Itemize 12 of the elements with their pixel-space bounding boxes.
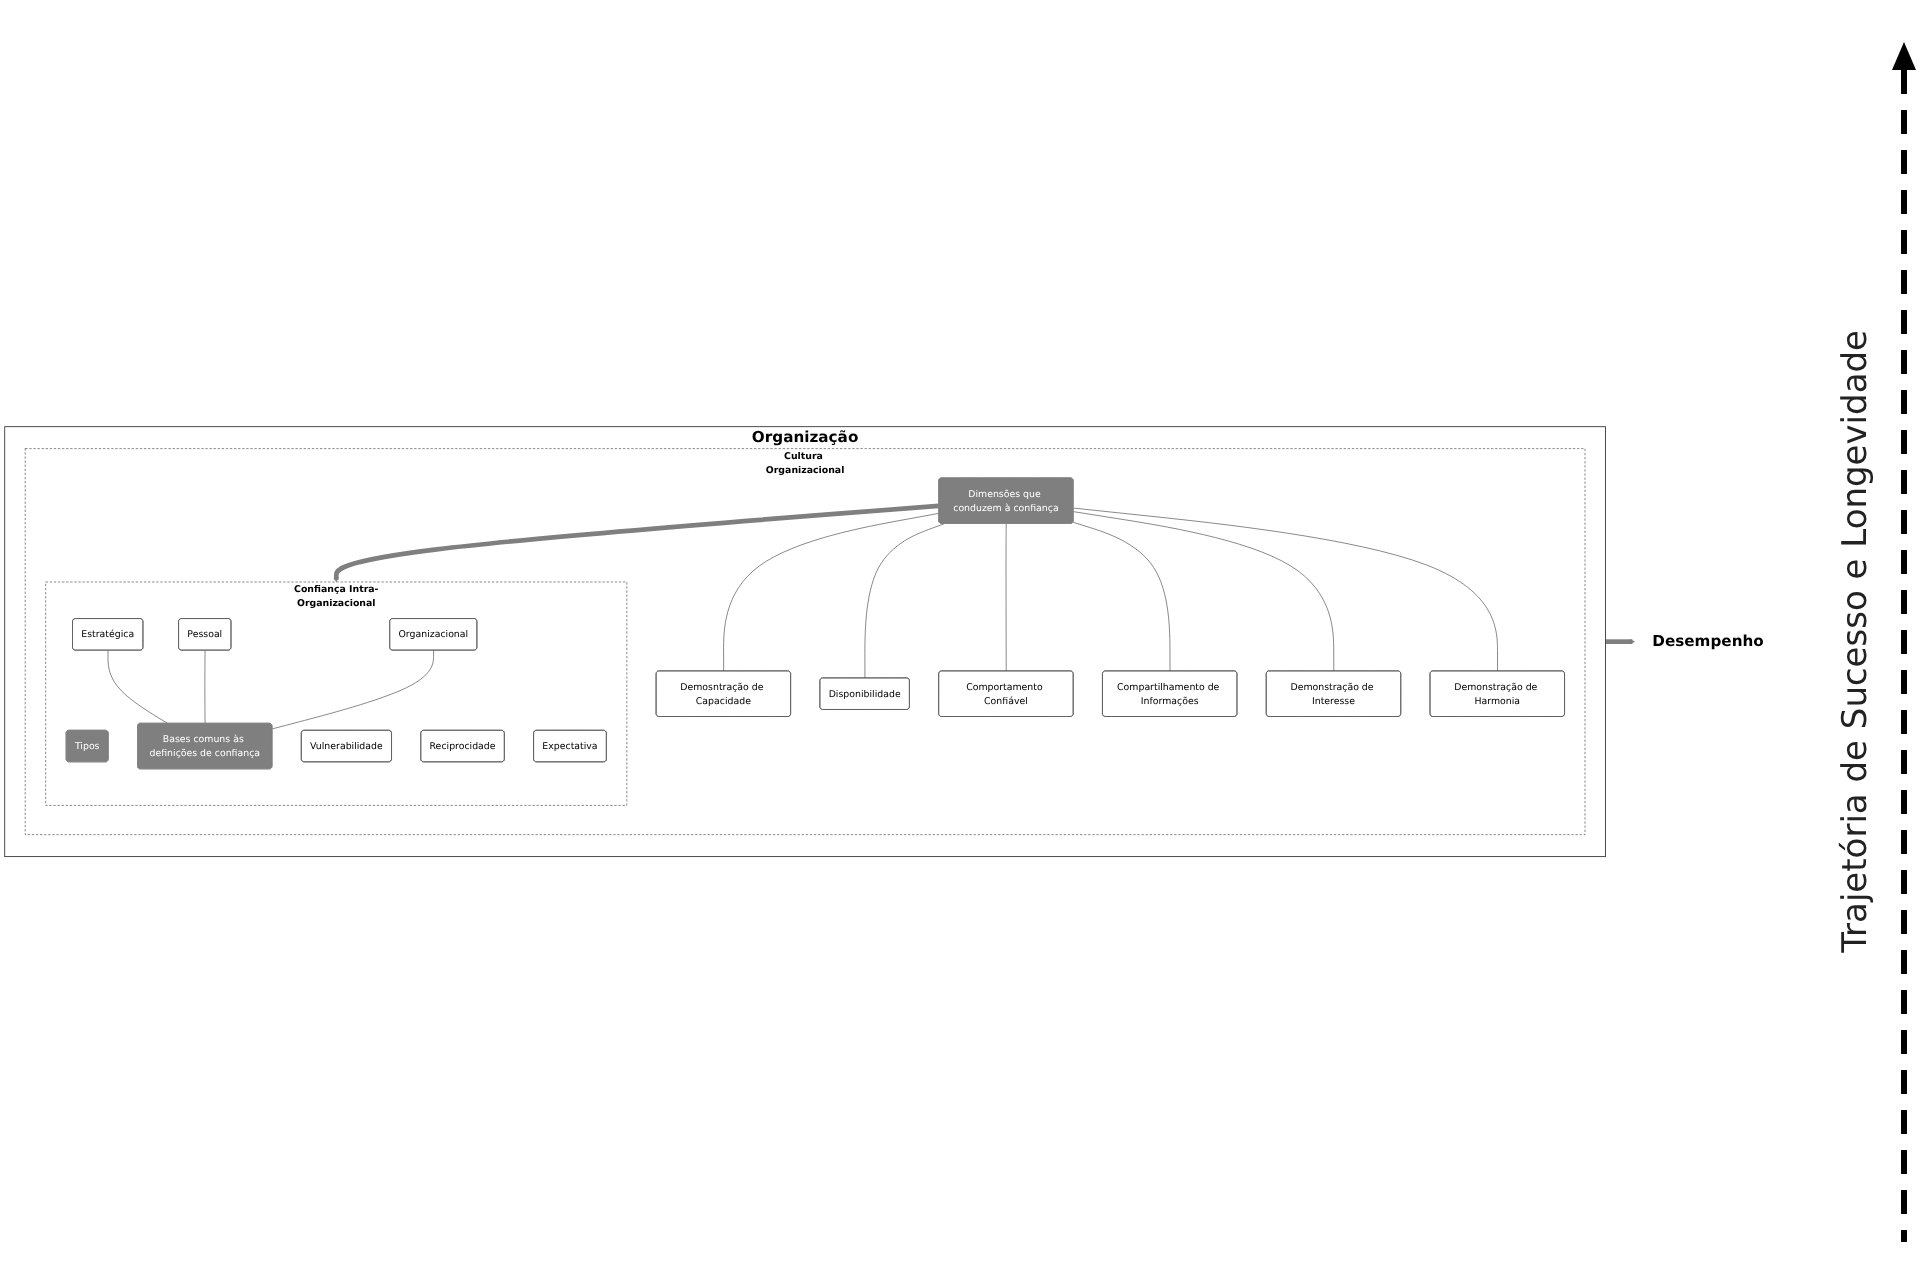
connector (204, 650, 206, 725)
connector (723, 513, 940, 672)
connector (1072, 522, 1171, 672)
arrow (1605, 639, 1635, 645)
connector (1073, 508, 1498, 672)
connector (1005, 523, 1007, 672)
arrow (333, 503, 939, 583)
connector (272, 650, 434, 730)
connector (864, 523, 945, 679)
connector (107, 650, 169, 725)
axis-label: Trajetória de Sucesso e Longevidade (1836, 330, 1876, 954)
connector (1073, 511, 1335, 672)
